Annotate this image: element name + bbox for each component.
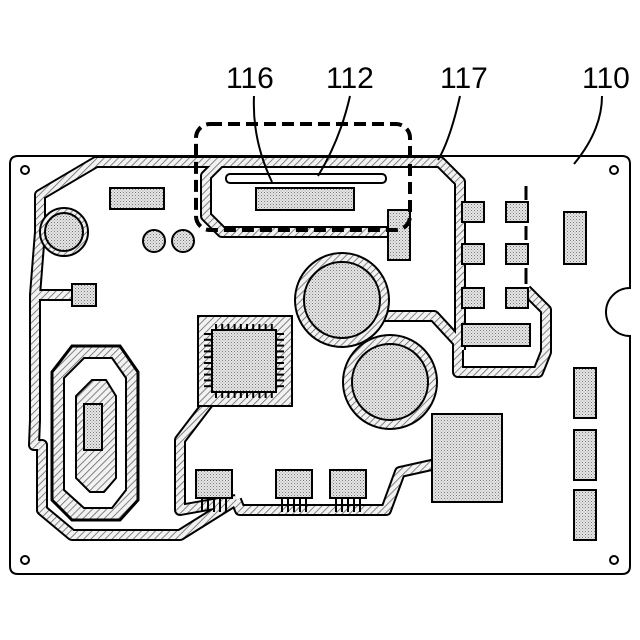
capacitor [343, 335, 437, 429]
large-square-component [432, 414, 502, 502]
connector-pad-116 [256, 188, 354, 210]
label-110: 110 [582, 62, 630, 95]
coil-trace [52, 346, 138, 520]
small-round-component [172, 230, 194, 252]
connector [196, 470, 232, 498]
label-117: 117 [440, 62, 488, 95]
small-round-component [143, 230, 165, 252]
qfp-chip [198, 316, 292, 406]
component-pad [388, 210, 410, 260]
round-component [40, 208, 88, 256]
rectangular-component [110, 188, 164, 209]
capacitor [295, 253, 389, 347]
connector [276, 470, 312, 498]
coil-pad [84, 404, 102, 450]
edge-components [574, 368, 596, 540]
connector [330, 470, 366, 498]
slot-outline [226, 174, 386, 183]
label-112: 112 [326, 62, 374, 95]
label-116: 116 [226, 62, 274, 95]
small-pad [72, 284, 96, 306]
